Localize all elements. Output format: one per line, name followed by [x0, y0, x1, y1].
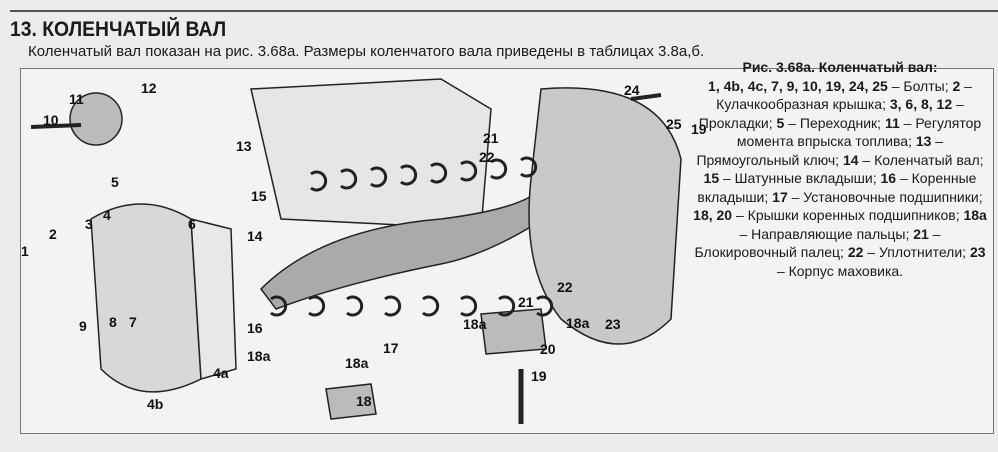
caption-item-number: 15 — [703, 170, 720, 186]
caption-item-text: – Коренные вкладыши; — [697, 170, 977, 205]
main-bearing-cap-18 — [325, 383, 377, 420]
bearing-shell — [460, 295, 478, 317]
bearing-shell — [340, 168, 358, 190]
timing-cover — [90, 203, 202, 393]
callout-14: 14 — [247, 228, 263, 244]
caption-item-number: 11 — [884, 114, 900, 131]
callout-12: 12 — [141, 80, 157, 96]
intro-text: Коленчатый вал показан на рис. 3.68а. Ра… — [28, 43, 705, 60]
callout-19: 19 — [531, 368, 547, 384]
bearing-shell — [384, 295, 402, 317]
caption-item-number: 13 — [915, 133, 932, 149]
callout-23: 23 — [605, 316, 621, 332]
figure-caption: Рис. 3.68а. Коленчатый вал: 1, 4b, 4c, 7… — [690, 58, 990, 280]
bearing-shell — [490, 158, 508, 180]
caption-item-number: 3, 6, 8, 12 — [889, 96, 953, 112]
callout-15: 15 — [251, 188, 267, 204]
bearing-shell — [370, 166, 388, 188]
caption-item-number: 21 — [913, 225, 929, 242]
caption-item-number: 22 — [847, 244, 864, 260]
callout-6: 6 — [188, 216, 196, 232]
callout-24: 24 — [624, 82, 640, 98]
callout-25: 25 — [666, 116, 682, 132]
bearing-shell — [422, 295, 440, 317]
main-bearing-cap-20 — [480, 308, 547, 355]
caption-item-text: – Болты; — [887, 77, 953, 94]
bearing-shell — [430, 162, 448, 184]
callout-1: 1 — [21, 243, 29, 259]
callout-18a: 18a — [463, 316, 487, 332]
bearing-shell — [346, 295, 364, 317]
caption-item-text: – Направляющие пальцы; — [739, 225, 914, 242]
callout-18a: 18a — [566, 315, 590, 331]
caption-item-text: – Шатунные вкладыши; — [719, 170, 881, 186]
callout-21: 21 — [518, 294, 534, 310]
caption-item-text: – Установочные подшипники; — [787, 188, 983, 205]
callout-2: 2 — [49, 226, 57, 242]
callout-17: 17 — [383, 340, 399, 356]
bearing-shell — [308, 295, 326, 317]
callout-20: 20 — [540, 341, 556, 357]
callout-4b: 4b — [147, 396, 163, 412]
bearing-shell — [520, 156, 538, 178]
callout-5: 5 — [111, 174, 119, 190]
callout-4: 4 — [103, 207, 111, 223]
caption-item-number: 14 — [842, 151, 859, 168]
caption-item-text: – Крышки коренных подшипников; — [732, 207, 964, 223]
callout-11: 11 — [69, 91, 84, 107]
caption-item-text: – Кулачкообразная крышка; — [716, 77, 972, 113]
caption-item-number: 23 — [969, 244, 986, 260]
callout-22: 22 — [557, 279, 573, 295]
bearing-shell — [536, 295, 554, 317]
callout-7: 7 — [129, 314, 137, 330]
callout-16: 16 — [247, 320, 263, 336]
callout-18a: 18a — [247, 348, 271, 364]
caption-item-number: 18, 20 — [693, 207, 733, 223]
bearing-shell — [400, 164, 418, 186]
caption-item-text: – Корпус маховика. — [776, 262, 904, 279]
callout-3: 3 — [85, 216, 93, 232]
caption-item-text: – Переходник; — [784, 114, 885, 131]
caption-item-number: 5 — [776, 114, 785, 131]
flywheel-housing — [528, 87, 682, 345]
callout-21: 21 — [483, 130, 499, 146]
callout-13: 13 — [236, 138, 252, 154]
caption-item-text: – Прямоугольный ключ; — [696, 133, 944, 168]
bearing-shell — [310, 170, 328, 192]
header-rule — [10, 10, 998, 12]
callout-18: 18 — [356, 393, 372, 409]
caption-item-number: 2 — [952, 77, 961, 94]
caption-item-number: 17 — [772, 188, 788, 205]
bolt-10 — [30, 123, 82, 129]
callout-10: 10 — [43, 112, 59, 128]
callout-18a: 18a — [345, 355, 369, 371]
caption-item-number: 16 — [880, 170, 897, 186]
section-title: 13. КОЛЕНЧАТЫЙ ВАЛ — [10, 18, 227, 41]
callout-22: 22 — [479, 149, 495, 165]
caption-item-number: 18a — [963, 207, 987, 223]
callout-8: 8 — [109, 314, 117, 330]
gasket-6 — [190, 218, 237, 380]
injection-timer-gear — [69, 92, 123, 146]
caption-item-text: – Коленчатый вал; — [858, 151, 984, 168]
callout-4a: 4a — [213, 365, 229, 381]
bearing-shell — [460, 160, 478, 182]
callout-9: 9 — [79, 318, 87, 334]
caption-title: Рис. 3.68а. Коленчатый вал: — [742, 59, 938, 75]
caption-item-text: – Уплотнители; — [863, 244, 970, 260]
callout-19: 19 — [691, 121, 707, 137]
bolt-24 — [630, 93, 662, 101]
caption-item-text: – Прокладки; — [698, 96, 964, 131]
caption-item-number: 1, 4b, 4c, 7, 9, 10, 19, 24, 25 — [708, 77, 888, 94]
bearing-shell — [498, 295, 516, 317]
bearing-shell — [270, 295, 288, 317]
caption-item-text: – Регулятор момента впрыска топлива; — [736, 114, 982, 150]
caption-item-text: – Блокировочный палец; — [694, 225, 941, 261]
engine-block-sketch — [250, 78, 492, 230]
